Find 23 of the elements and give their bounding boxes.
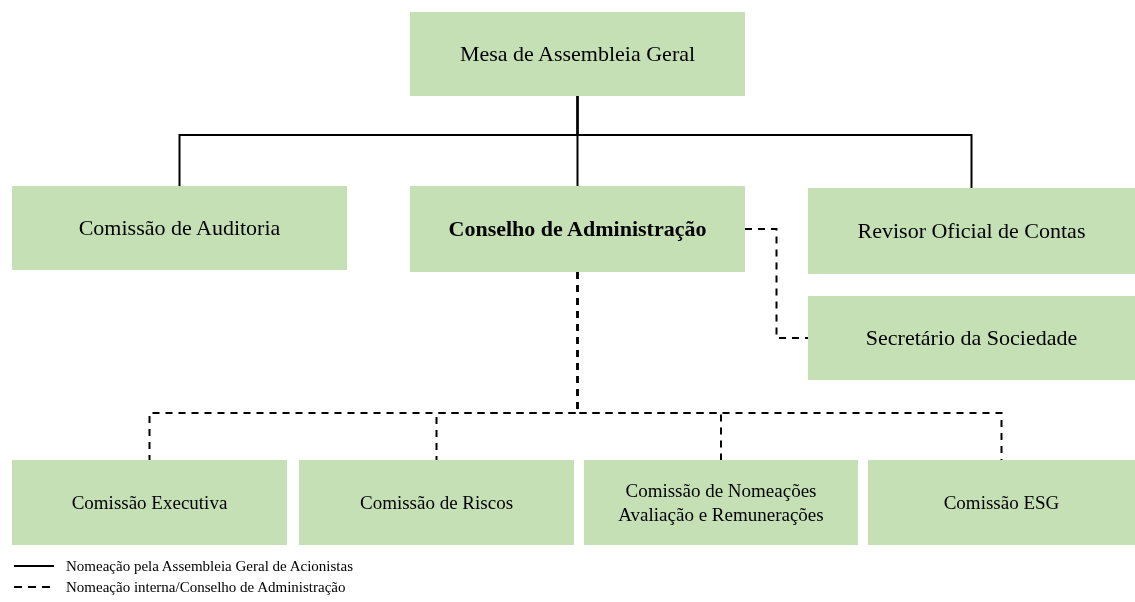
connector-line — [576, 271, 1003, 461]
box-label: Comissão ESG — [943, 490, 1060, 515]
org-box — [12, 186, 347, 270]
org-box — [410, 186, 745, 272]
box-label: Revisor Oficial de Contas — [857, 217, 1086, 245]
org-box — [299, 460, 574, 545]
org-box — [584, 460, 858, 545]
legend-text: Nomeação pela Assembleia Geral de Acionistas — [66, 557, 353, 576]
legend-text: Nomeação interna/Conselho de Administração — [66, 578, 346, 597]
box-label: Comissão de Nomeações Avaliação e Remunerações — [617, 478, 825, 527]
box-label: Comissão de Riscos — [359, 490, 514, 515]
org-box — [808, 188, 1135, 274]
connector-line — [744, 228, 809, 339]
org-box — [868, 460, 1135, 545]
org-box — [410, 12, 745, 96]
box-label: Secretário da Sociedade — [865, 324, 1078, 352]
connector-line — [576, 95, 973, 189]
org-box — [12, 460, 287, 545]
box-label: Comissão de Auditoria — [78, 214, 281, 242]
box-label: Mesa de Assembleia Geral — [459, 40, 696, 68]
org-box — [808, 296, 1135, 380]
box-label: Comissão Executiva — [71, 490, 228, 515]
box-label: Conselho de Administração — [448, 215, 707, 243]
